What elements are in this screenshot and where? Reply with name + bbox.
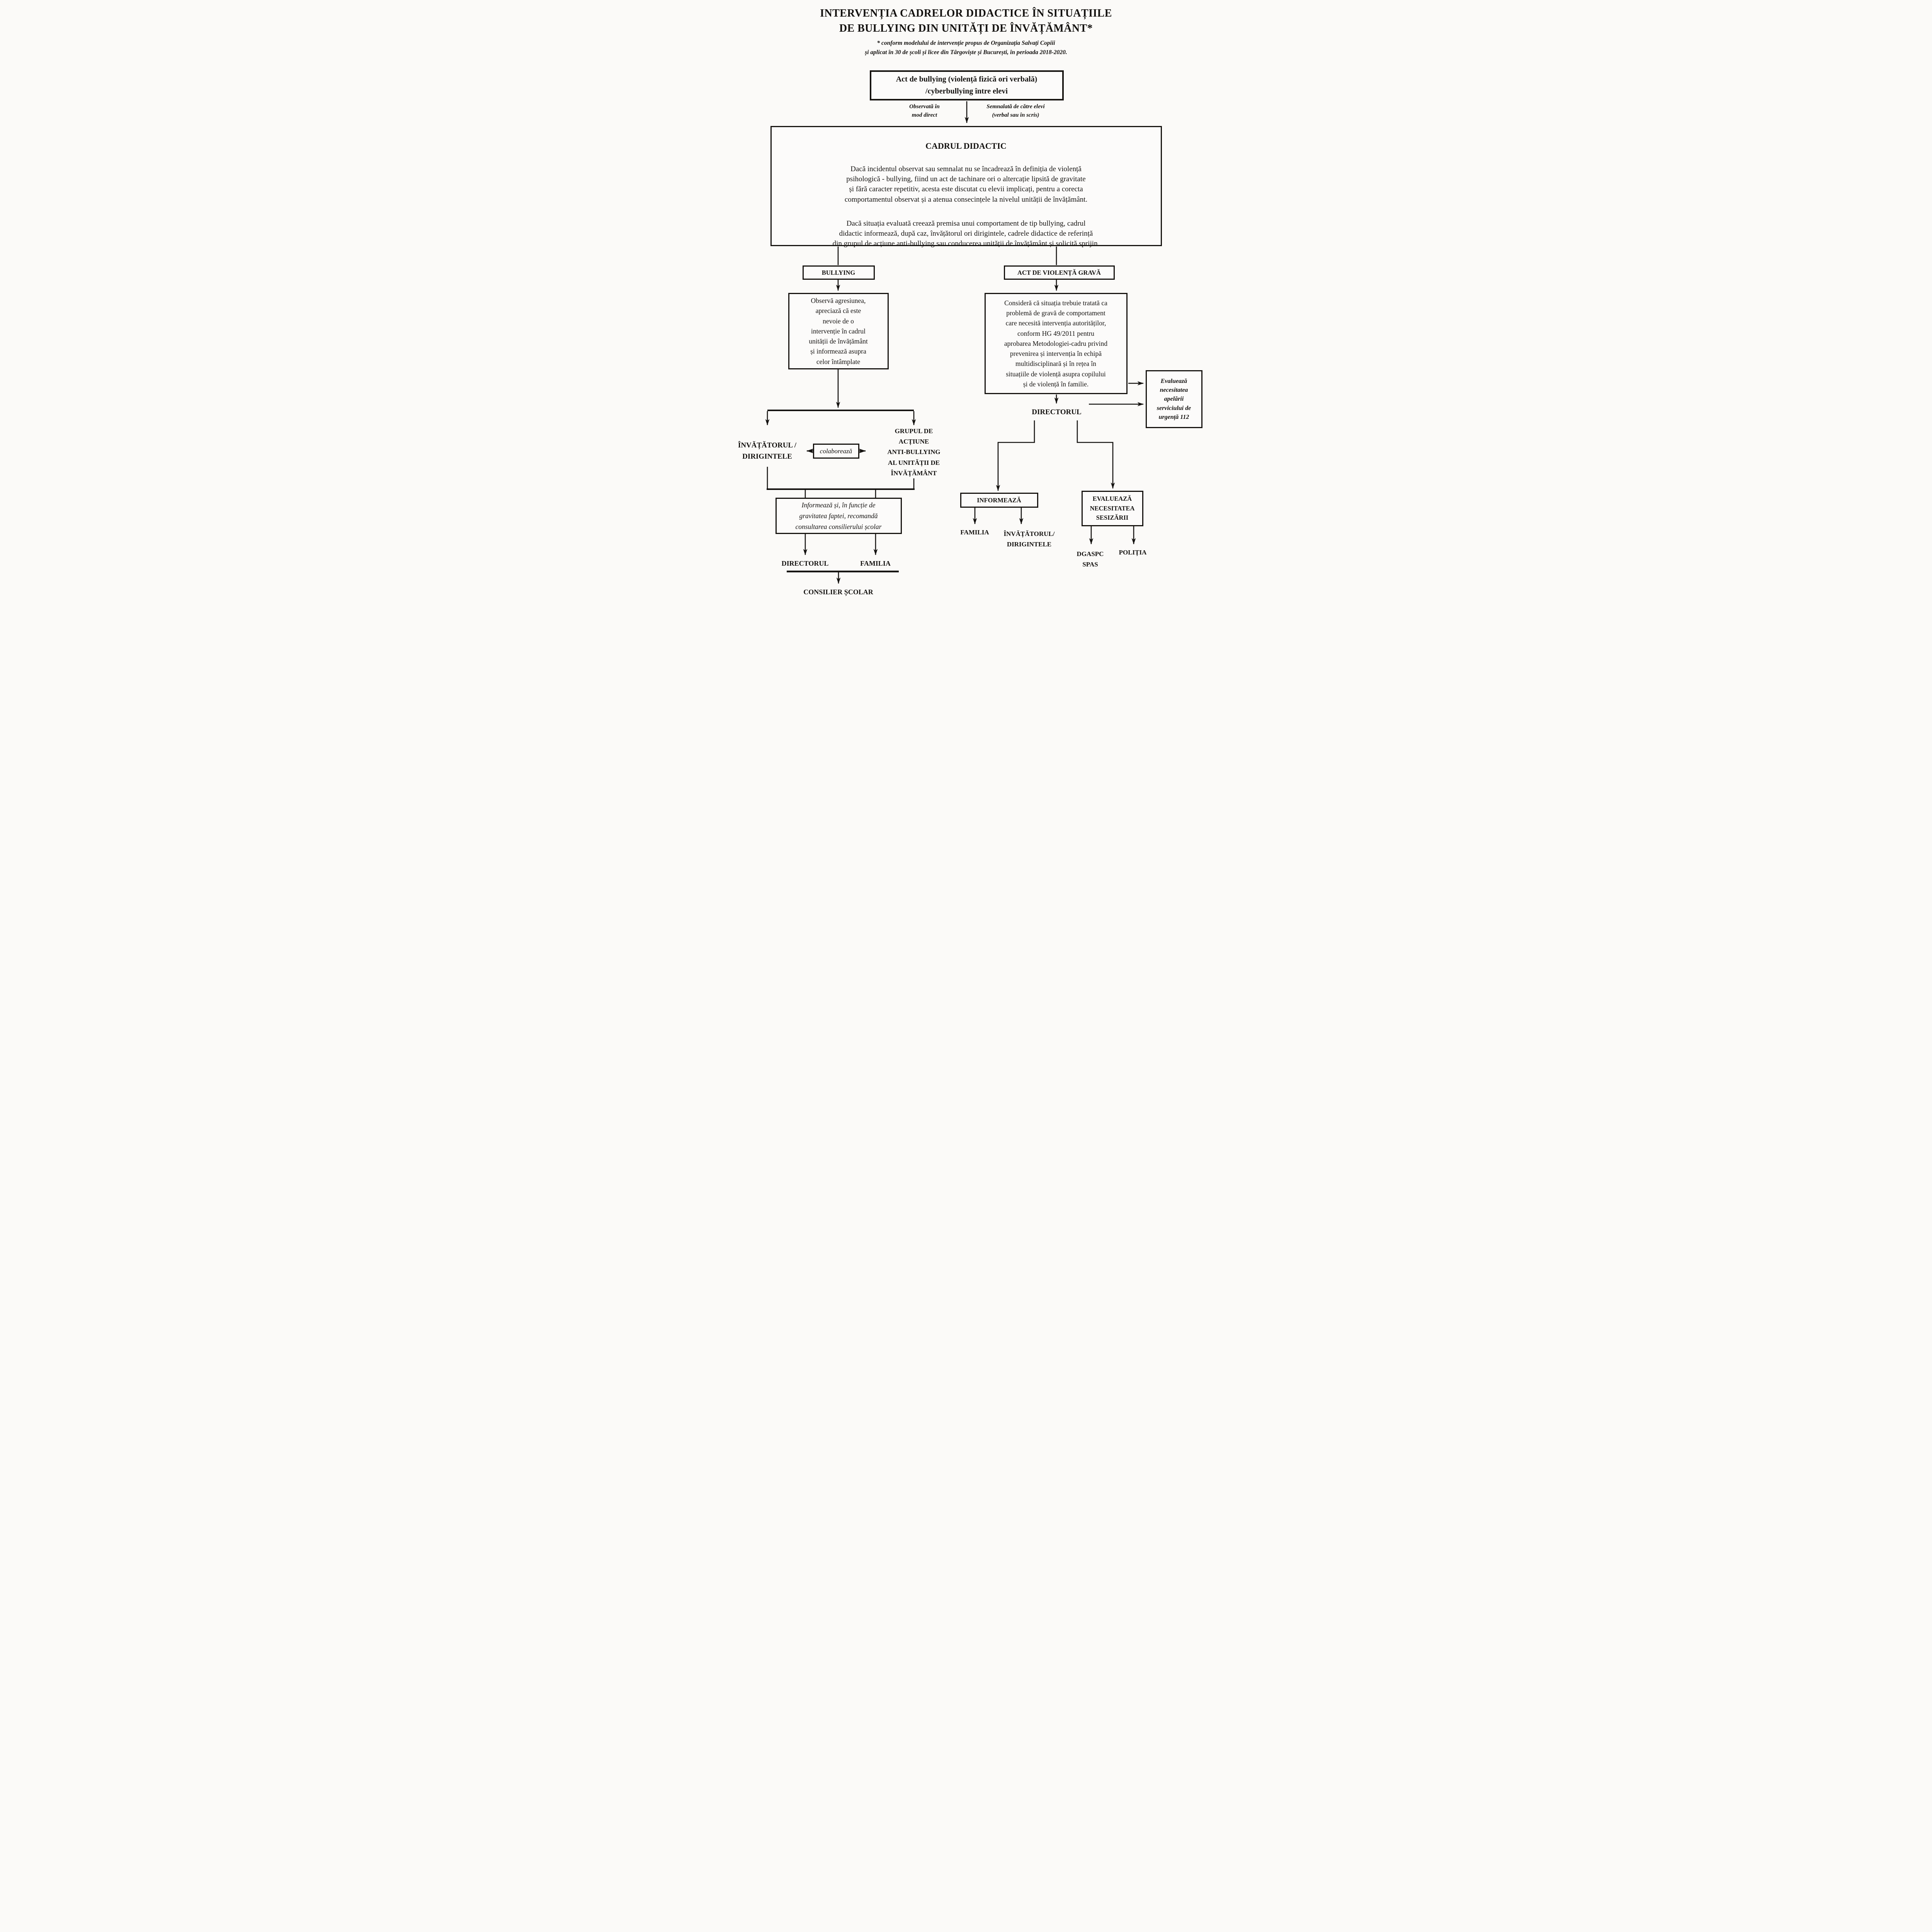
observe-aggression-box: Observă agresiunea, apreciază că este ne…: [788, 293, 889, 369]
director-node: DIRECTORUL: [1032, 408, 1082, 416]
collaborates-box: colaborează: [813, 444, 859, 459]
action-group-node: GRUPUL DE ACȚIUNE ANTI-BULLYING AL UNITĂ…: [887, 427, 940, 477]
teacher-homeroom-left-node: ÎNVĂȚĂTORUL / DIRIGINTELE: [738, 441, 797, 461]
informs-recommends-box: Informează și, în funcție de gravitatea …: [775, 498, 902, 534]
teacher-homeroom-center-node: ÎNVĂȚĂTORUL/ DIRIGINTELE: [1003, 530, 1055, 548]
observed-directly-label: Observată în mod direct: [909, 104, 940, 118]
director-bottom-node: DIRECTORUL: [781, 560, 829, 567]
consider-situation-box: Consideră că situația trebuie tratată ca…: [984, 293, 1128, 394]
family-center-node: FAMILIA: [960, 529, 989, 536]
grave-violence-box: ACT DE VIOLENȚĂ GRAVĂ: [1003, 265, 1115, 280]
incident-box: Act de bullying (violență fizică ori ver…: [869, 70, 1064, 100]
teaching-staff-box: CADRUL DIDACTIC Dacă incidentul observat…: [770, 126, 1162, 248]
page-title: INTERVENȚIA CADRELOR DIDACTICE ÎN SITUAȚ…: [820, 7, 1112, 34]
flowchart-canvas: INTERVENȚIA CADRELOR DIDACTICE ÎN SITUAȚ…: [724, 0, 1208, 606]
dgaspc-spas-node: DGASPC SPAS: [1077, 550, 1104, 568]
informs-box: INFORMEAZĂ: [960, 493, 1038, 508]
teaching-staff-paragraph-1: Dacă incidentul observat sau semnalat nu…: [844, 165, 1088, 204]
elbow-director-to-evaluate: [1077, 420, 1115, 489]
flowchart-connectors: [765, 101, 1144, 584]
evaluate-referral-box: EVALUEAZĂ NECESITATEA SESIZĂRII: [1081, 491, 1143, 526]
police-node: POLIȚIA: [1119, 549, 1147, 556]
elbow-director-to-informs: [996, 420, 1035, 491]
family-bottom-node: FAMILIA: [860, 560, 891, 567]
bullying-box: BULLYING: [802, 265, 875, 280]
page-subtitle: * conform modelului de intervenție propu…: [865, 40, 1067, 56]
school-counselor-node: CONSILIER ȘCOLAR: [803, 588, 873, 596]
teaching-staff-paragraph-2: Dacă situația evaluată creează premisa u…: [832, 219, 1100, 248]
reported-by-students-label: Semnalată de către elevi (verbal sau în …: [986, 104, 1045, 118]
teaching-staff-heading: CADRUL DIDACTIC: [925, 141, 1007, 151]
emergency-112-box: Evaluează necesitatea apelării serviciul…: [1145, 370, 1202, 428]
